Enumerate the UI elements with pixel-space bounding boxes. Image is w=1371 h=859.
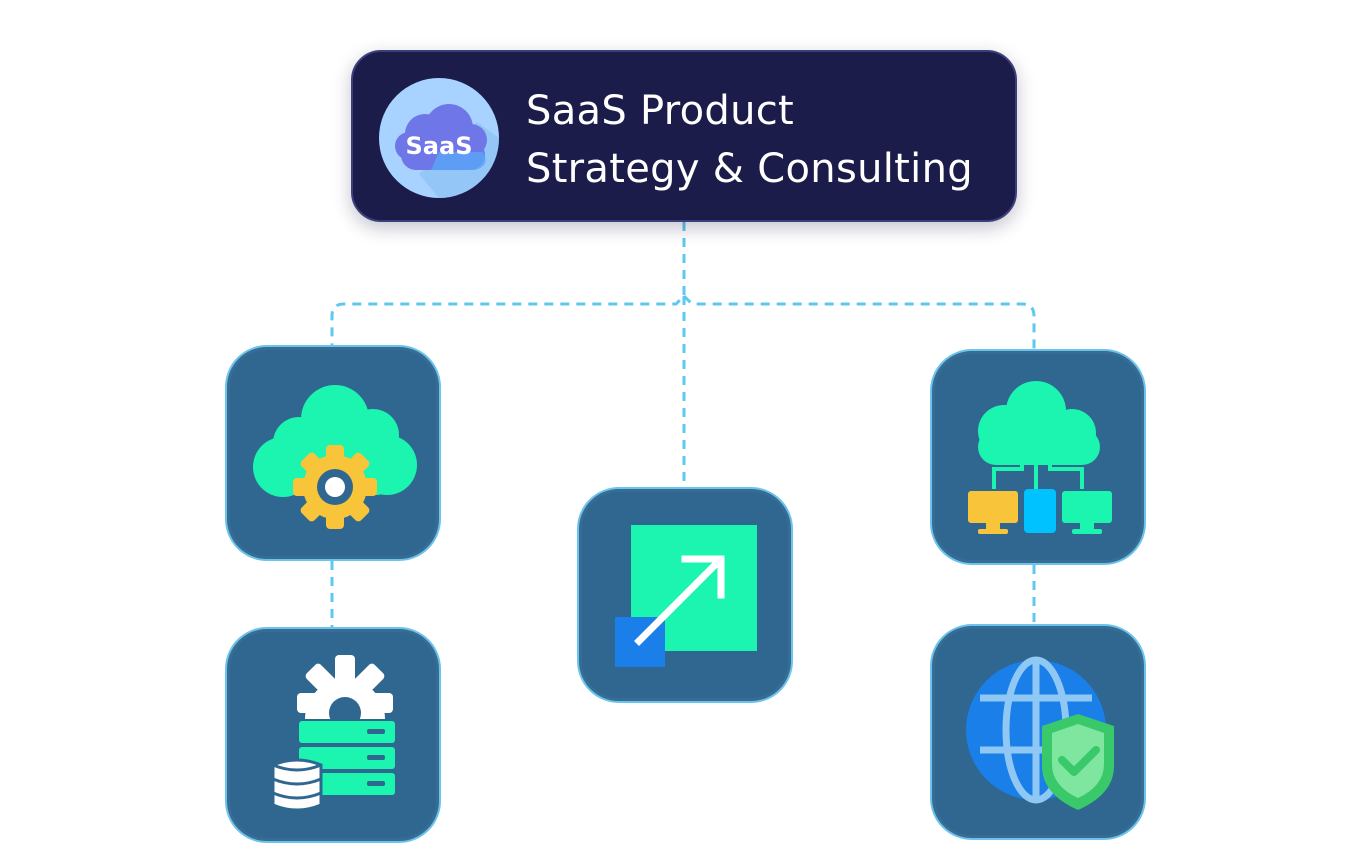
scale-expand-icon [615,525,757,667]
node-cloud-network [930,349,1146,565]
root-title-line1: SaaS Product [526,88,794,134]
node-server-database [225,627,441,843]
saas-cloud-logo: SaaS [379,78,499,198]
node-scale-expand [577,487,793,703]
root-title-line2: Strategy & Consulting [526,146,973,192]
cloud-gear-icon [253,385,417,529]
globe-shield-icon [966,656,1114,810]
node-cloud-gear [225,345,441,561]
logo-label: SaaS [406,132,473,160]
node-globe-shield [930,624,1146,840]
server-database-icon [271,655,395,812]
root-card: SaaS SaaS Product Strategy & Consulting [351,50,1017,222]
root-title: SaaS Product Strategy & Consulting [526,82,973,198]
cloud-network-icon [968,381,1112,534]
